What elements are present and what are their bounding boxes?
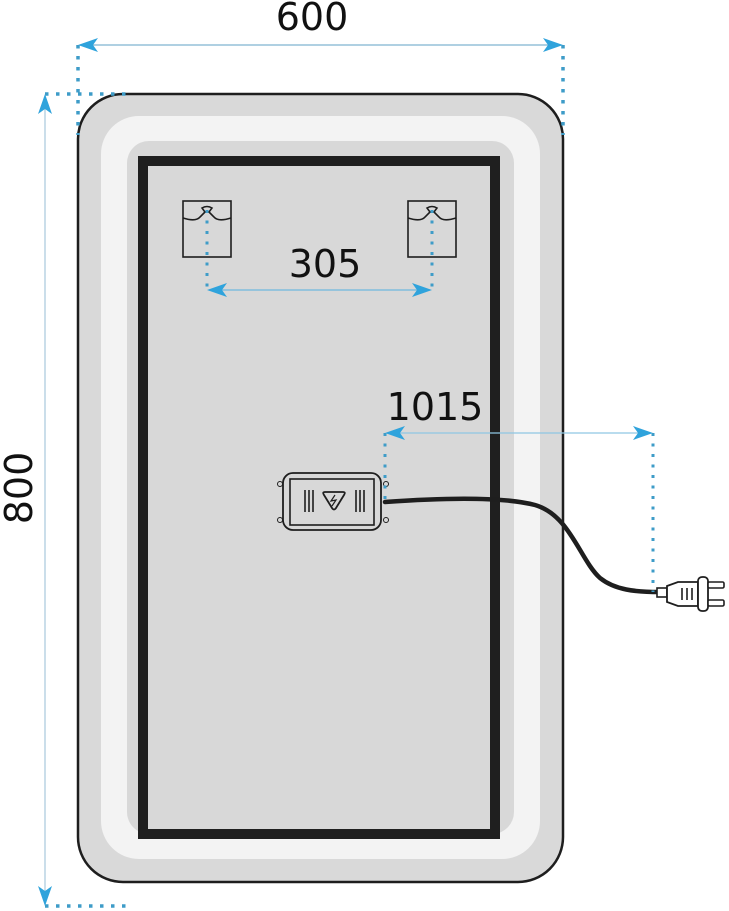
height-dimension: 800 — [0, 92, 126, 908]
vent-lines-right — [355, 490, 365, 512]
driver-box-icon — [277, 472, 389, 531]
width-label: 600 — [276, 0, 349, 39]
high-voltage-warning-icon — [322, 491, 346, 511]
width-dimension: 600 — [76, 0, 565, 135]
height-label: 800 — [0, 452, 41, 525]
cable-length-label: 1015 — [387, 385, 484, 429]
right-hanger-icon — [407, 200, 457, 258]
power-plug-icon — [656, 576, 725, 612]
hanger-spacing-label: 305 — [289, 242, 362, 286]
left-hanger-icon — [182, 200, 232, 258]
vent-lines-left — [304, 490, 314, 512]
screw-icon — [277, 481, 389, 523]
cable-length-dimension: 1015 — [383, 385, 655, 592]
power-cable — [382, 496, 663, 595]
hanger-spacing-dimension: 305 — [205, 210, 434, 297]
